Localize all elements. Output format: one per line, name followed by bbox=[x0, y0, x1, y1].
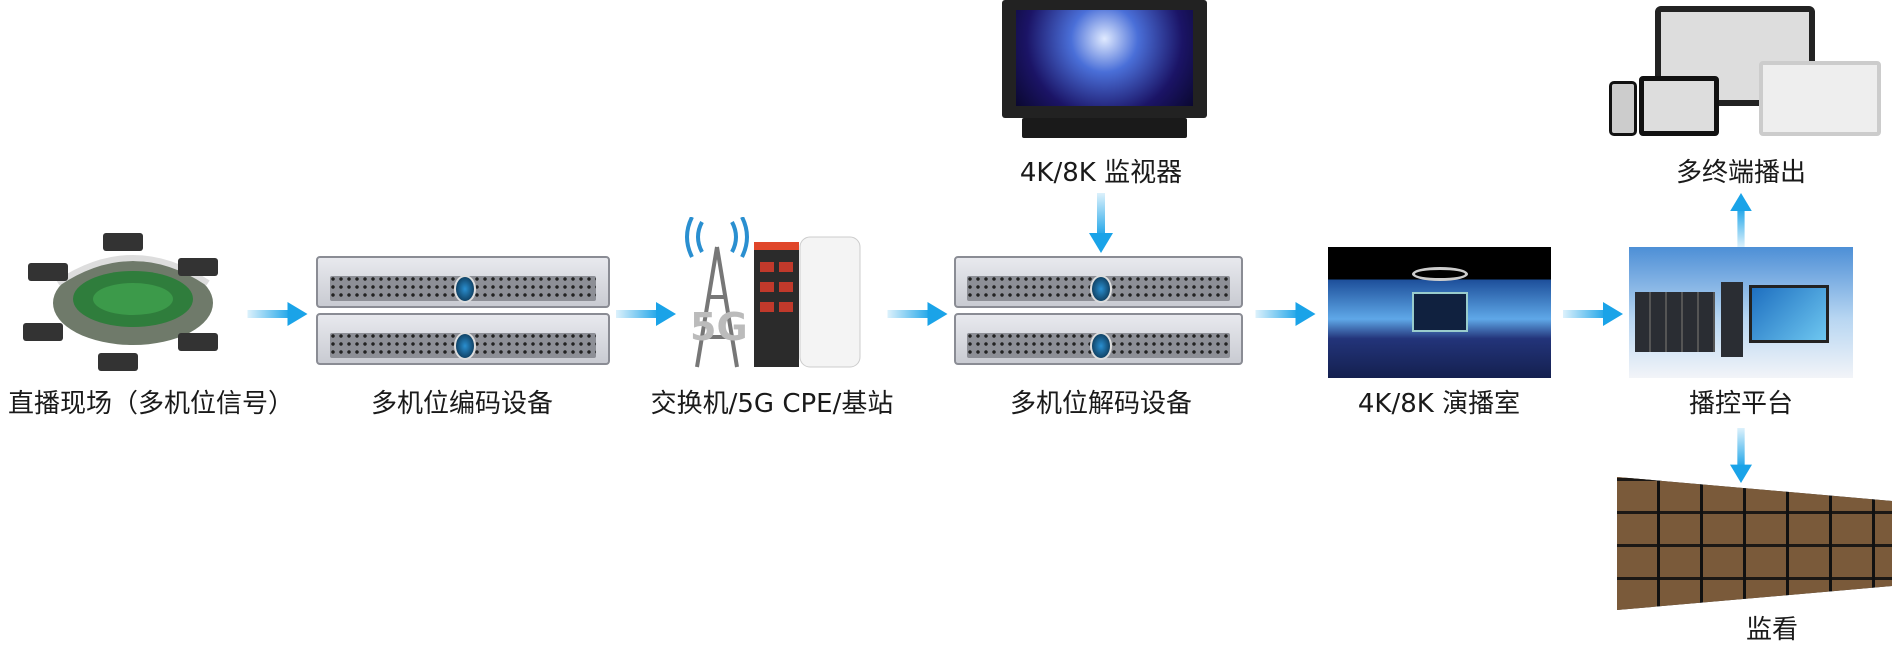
switch-cpe-basestation-image: 5G bbox=[682, 216, 869, 374]
arrow-up-icon bbox=[1729, 193, 1753, 247]
decoder-servers-image bbox=[954, 256, 1243, 365]
video-wall-image bbox=[1617, 477, 1892, 610]
studio-image bbox=[1328, 247, 1551, 378]
label-encoder: 多机位编码设备 bbox=[370, 389, 554, 419]
label-monitor: 4K/8K 监视器 bbox=[1019, 158, 1183, 188]
label-network: 交换机/5G CPE/基站 bbox=[650, 389, 894, 419]
stadium-cameras-image bbox=[18, 223, 247, 380]
label-monitoring: 监看 bbox=[1745, 615, 1799, 645]
monitor-image bbox=[1002, 0, 1207, 142]
label-live-site: 直播现场（多机位信号） bbox=[7, 389, 295, 419]
arrow-right-icon bbox=[616, 302, 676, 326]
label-platform: 播控平台 bbox=[1688, 389, 1794, 419]
label-studio: 4K/8K 演播室 bbox=[1357, 389, 1521, 419]
arrow-right-icon bbox=[247, 302, 308, 326]
multi-device-image bbox=[1599, 6, 1883, 142]
arrow-down-icon bbox=[1729, 428, 1753, 483]
arrow-right-icon bbox=[1563, 302, 1623, 326]
5g-badge: 5G bbox=[690, 305, 748, 349]
arrow-down-icon bbox=[1089, 193, 1113, 253]
label-multi-terminal: 多终端播出 bbox=[1675, 158, 1807, 188]
arrow-right-icon bbox=[1255, 302, 1316, 326]
encoder-servers-image bbox=[316, 256, 610, 365]
arrow-right-icon bbox=[887, 302, 948, 326]
platform-image bbox=[1629, 247, 1853, 378]
label-decoder: 多机位解码设备 bbox=[1009, 389, 1193, 419]
